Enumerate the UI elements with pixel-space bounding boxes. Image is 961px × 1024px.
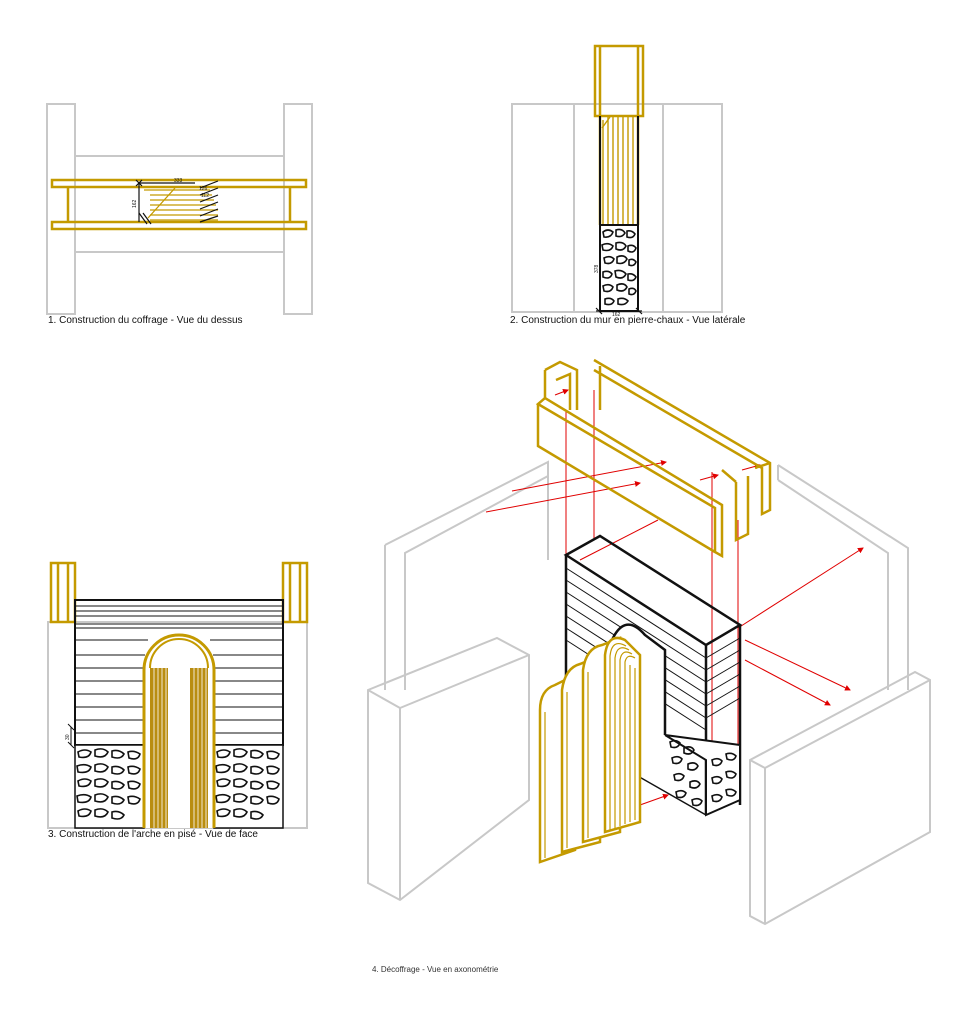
caption-view-2: 2. Construction du mur en pierre-chaux -… [510, 315, 746, 326]
view-1-top-view: 333 162 126 112 [46, 103, 313, 315]
caption-view-1: 1. Construction du coffrage - Vue du des… [48, 315, 243, 326]
dimension-label: 162 [132, 199, 138, 208]
view-4-axonometric-view [367, 358, 931, 926]
view-3-front-view: 30 [47, 561, 309, 829]
dimension-label: 162 [612, 312, 621, 318]
view-2-side-view: 378 162 [511, 44, 723, 318]
dimension-label: 126 [199, 186, 208, 192]
caption-view-3: 3. Construction de l'arche en pisé - Vue… [48, 829, 258, 840]
dimension-label: 112 [201, 193, 209, 199]
caption-view-4: 4. Décoffrage - Vue en axonométrie [372, 965, 499, 974]
dimension-label: 378 [594, 264, 600, 273]
dimension-label: 333 [174, 178, 183, 184]
dimension-label: 30 [65, 734, 71, 740]
